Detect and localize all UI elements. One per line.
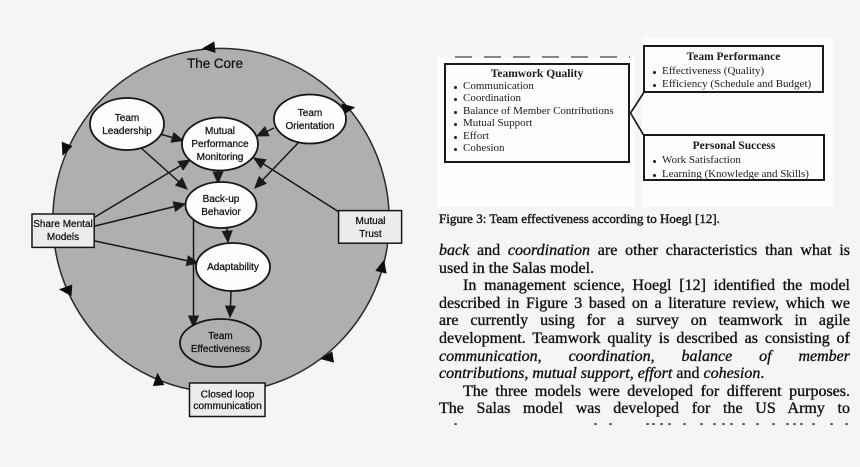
svg-text:Share Mental: Share Mental (33, 219, 92, 230)
svg-text:Closed loop: Closed loop (201, 390, 255, 401)
svg-text:Performance: Performance (191, 139, 249, 150)
svg-text:Effectiveness: Effectiveness (191, 344, 250, 355)
svg-text:Monitoring: Monitoring (197, 152, 244, 163)
svg-text:Team: Team (298, 108, 322, 119)
svg-text:Mutual: Mutual (355, 216, 385, 227)
svg-text:Mutual: Mutual (205, 126, 235, 137)
svg-text:Leadership: Leadership (102, 126, 152, 137)
svg-text:Team: Team (208, 331, 232, 342)
svg-text:Behavior: Behavior (201, 207, 241, 218)
svg-text:The Core: The Core (187, 56, 243, 71)
svg-text:Team: Team (115, 113, 139, 124)
svg-text:Orientation: Orientation (286, 121, 335, 132)
svg-text:Trust: Trust (359, 229, 382, 240)
svg-text:Back-up: Back-up (203, 194, 240, 205)
svg-text:Adaptability: Adaptability (207, 262, 259, 273)
svg-text:communication: communication (193, 401, 262, 412)
svg-text:Models: Models (47, 232, 79, 243)
